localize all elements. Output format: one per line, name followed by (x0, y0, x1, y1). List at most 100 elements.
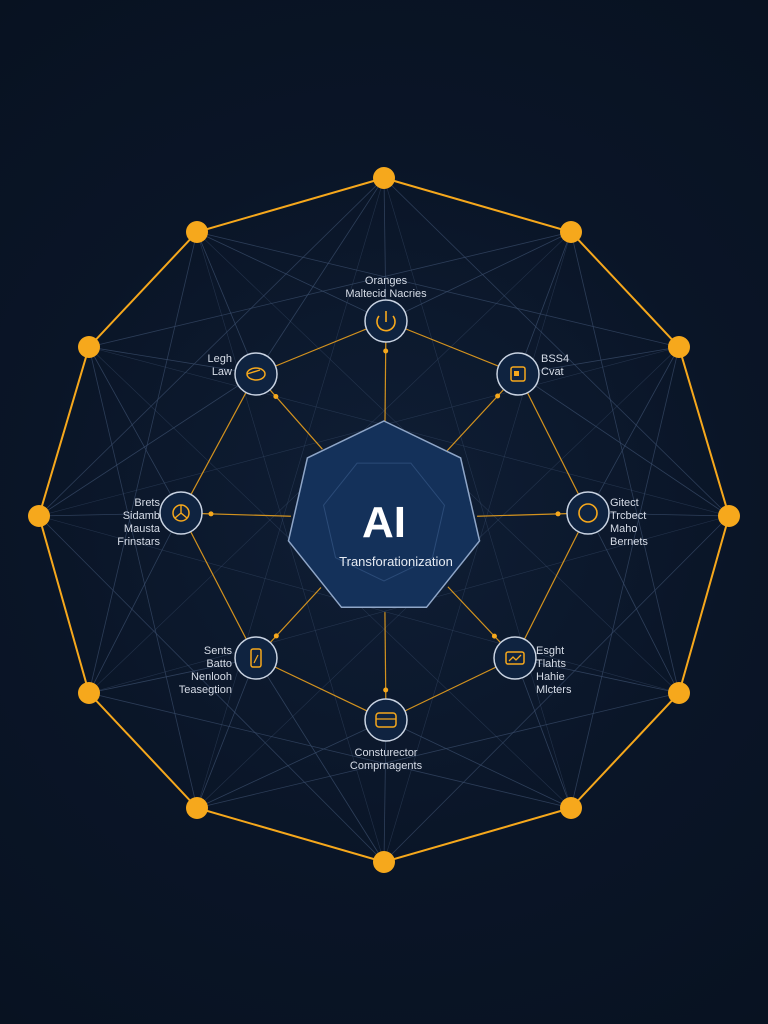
power-icon (376, 311, 396, 332)
outer-node (668, 336, 690, 358)
mesh-line (196, 231, 385, 863)
outer-node (560, 221, 582, 243)
spoke-marker (383, 348, 389, 354)
mesh-line (383, 177, 387, 322)
mesh-line (255, 657, 385, 863)
hub-label-lower-right: Tlahts (536, 658, 566, 670)
mesh-line (88, 512, 182, 694)
card-trend (508, 654, 522, 662)
spoke-marker (491, 633, 497, 639)
card-frame (505, 651, 525, 665)
hub-label-bottom: Comprnagents (350, 760, 423, 772)
pie-slices (174, 505, 188, 519)
outer-node (560, 797, 582, 819)
hub-label-right: Trcbect (610, 510, 646, 522)
phone-mark (253, 654, 259, 664)
mesh-line (570, 346, 680, 809)
mesh-line (587, 512, 730, 517)
core-inner-facets (323, 462, 445, 582)
outer-node (668, 682, 690, 704)
hub-label-lower-left: Nenlooh (191, 671, 232, 683)
hub-label-lower-left: Sents (204, 645, 233, 657)
outer-node (373, 851, 395, 873)
mesh-line (196, 231, 680, 348)
spoke-marker (273, 393, 279, 399)
core-node: AI Transforationization (287, 420, 481, 609)
hub-circle (566, 491, 610, 535)
mesh-line (88, 231, 572, 348)
outer-node (373, 167, 395, 189)
core-octagon (287, 420, 481, 609)
mesh-line (88, 692, 572, 809)
chart-pie-icon (172, 504, 190, 522)
mesh-line (88, 346, 257, 375)
hub-label-right: Maho (610, 523, 638, 535)
outer-node (186, 797, 208, 819)
mesh-line (38, 373, 257, 517)
hub-label-left: Mausta (124, 523, 161, 535)
hub-label-lower-right: Mlcters (536, 684, 572, 696)
hub-label-top: Oranges (365, 275, 408, 287)
device-chip (514, 371, 519, 376)
mesh-line (383, 719, 387, 863)
cube-frame (375, 712, 397, 728)
drone-wing (246, 369, 261, 375)
spoke-marker (208, 511, 214, 517)
phone-icon (250, 648, 262, 668)
mesh-line (587, 346, 680, 514)
core-title: AI (362, 498, 406, 547)
hub-label-left: Brets (134, 497, 160, 509)
hub-label-left: Sidamb (123, 510, 160, 522)
mesh-line (38, 512, 182, 517)
mesh-line (517, 231, 572, 375)
hub-label-right: Gitect (610, 497, 639, 509)
hub-label-lower-left: Teasegtion (179, 684, 232, 696)
hub-link (180, 373, 257, 514)
mesh-line (38, 177, 385, 517)
mesh-line (88, 346, 198, 809)
mesh-line (196, 231, 257, 375)
mesh-line (383, 231, 572, 863)
hub-link (385, 657, 516, 721)
hub-label-lower-left: Batto (206, 658, 232, 670)
mesh-line (38, 515, 385, 863)
spoke-marker (383, 687, 389, 693)
mesh-line (196, 719, 387, 809)
hub-label-upper-right: Cvat (541, 366, 564, 378)
mesh-line (196, 692, 680, 809)
device-icon (510, 366, 526, 382)
spoke-marker (273, 633, 279, 639)
hub-link (385, 320, 519, 375)
chart-card-icon (505, 651, 525, 665)
mesh-line (514, 657, 680, 694)
outer-nodes (28, 167, 740, 873)
hub-link (514, 512, 589, 659)
mesh-line (517, 373, 730, 517)
mesh-line (88, 346, 730, 517)
mesh-line (255, 177, 385, 375)
mesh-line (88, 657, 257, 694)
drone-icon (246, 367, 266, 381)
hub-label-top: Maltecid Nacries (345, 288, 427, 300)
outer-node (78, 336, 100, 358)
mesh-line (196, 657, 257, 809)
mesh-line (383, 177, 572, 809)
cube-icon (375, 712, 397, 728)
mesh-line (587, 512, 680, 694)
outer-node (718, 505, 740, 527)
circle-glyph (578, 503, 598, 523)
hub-circle (234, 352, 278, 396)
hub-circle (364, 698, 408, 742)
hub-label-upper-left: Law (212, 366, 232, 378)
outer-node (28, 505, 50, 527)
mesh-line (88, 346, 182, 514)
mesh-line (385, 231, 572, 322)
mesh-line (88, 231, 198, 694)
mesh-line (196, 231, 387, 322)
mesh-line (196, 177, 385, 809)
